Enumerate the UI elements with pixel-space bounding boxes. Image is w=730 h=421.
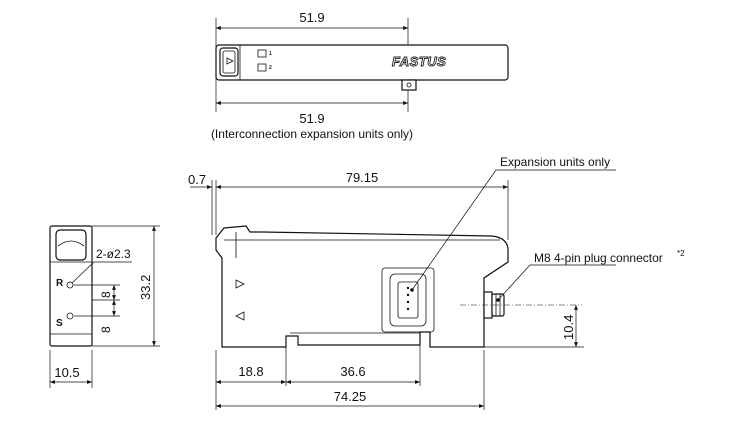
top-width-label: 51.9 (299, 10, 324, 25)
front-height-label: 33.2 (138, 275, 153, 300)
length-label: 79.15 (346, 170, 379, 185)
expansion-callout-leader (411, 169, 616, 291)
expansion-window (381, 267, 435, 333)
top-view-connector (401, 79, 417, 91)
top-view-lever (219, 47, 239, 77)
mounting-hole-upper (66, 281, 74, 289)
hole-leader (71, 261, 132, 284)
port-1-label: 1 (269, 51, 272, 57)
expansion-note: (Interconnection expansion units only) (211, 127, 413, 141)
base-mid-label: 36.6 (340, 364, 365, 379)
front-view-lever-curve (57, 240, 85, 247)
expansion-connector-pins (397, 281, 419, 319)
top-expansion-width-label: 51.9 (299, 111, 324, 126)
mark-s: S (56, 318, 63, 329)
callout-dot (496, 298, 500, 302)
connector-callout-leader (497, 264, 616, 301)
pin-icon (406, 307, 410, 311)
top-view: 51.9 1 2 FASTUS 51.9 (Interconnection ex… (211, 10, 509, 141)
connector-height-label: 10.4 (561, 315, 576, 340)
front-width-label: 10.5 (54, 365, 79, 380)
expansion-connector (389, 273, 427, 327)
front-view: R S 2-ø2.3 8 8 33.2 10.5 (49, 225, 160, 388)
pin-icon (406, 286, 410, 290)
callout-dot (410, 288, 414, 292)
indicator-right-icon (235, 279, 245, 289)
fastus-logo: FASTUS (392, 54, 446, 69)
offset-label: 0.7 (188, 172, 206, 187)
top-view-body (215, 44, 509, 81)
pitch-lower-label: 8 (99, 326, 113, 333)
side-view: 0.7 79.15 Expansion units only M8 4-pin … (188, 155, 685, 410)
pitch-upper-label: 8 (99, 291, 113, 298)
top-view-connector-pin (406, 82, 412, 88)
indicator-left-icon (235, 311, 245, 321)
mounting-hole-lower (66, 312, 74, 320)
pin-icon (406, 293, 410, 297)
mark-r: R (56, 278, 64, 289)
port-2-label: 2 (269, 65, 272, 71)
front-view-lever (55, 229, 87, 261)
connector-callout-label: M8 4-pin plug connector (534, 251, 663, 265)
port-2-icon (257, 63, 267, 72)
top-view-lever-arrow-icon (226, 57, 234, 65)
expansion-callout-label: Expansion units only (500, 155, 610, 169)
base-left-label: 18.8 (238, 364, 263, 379)
pin-icon (406, 300, 410, 304)
base-total-label: 74.25 (334, 389, 367, 404)
port-1-icon (257, 49, 267, 58)
top-view-lever-inner (222, 50, 236, 74)
hole-label: 2-ø2.3 (96, 247, 131, 261)
connector-note-mark: *2 (677, 249, 685, 258)
side-view-body (215, 225, 509, 348)
